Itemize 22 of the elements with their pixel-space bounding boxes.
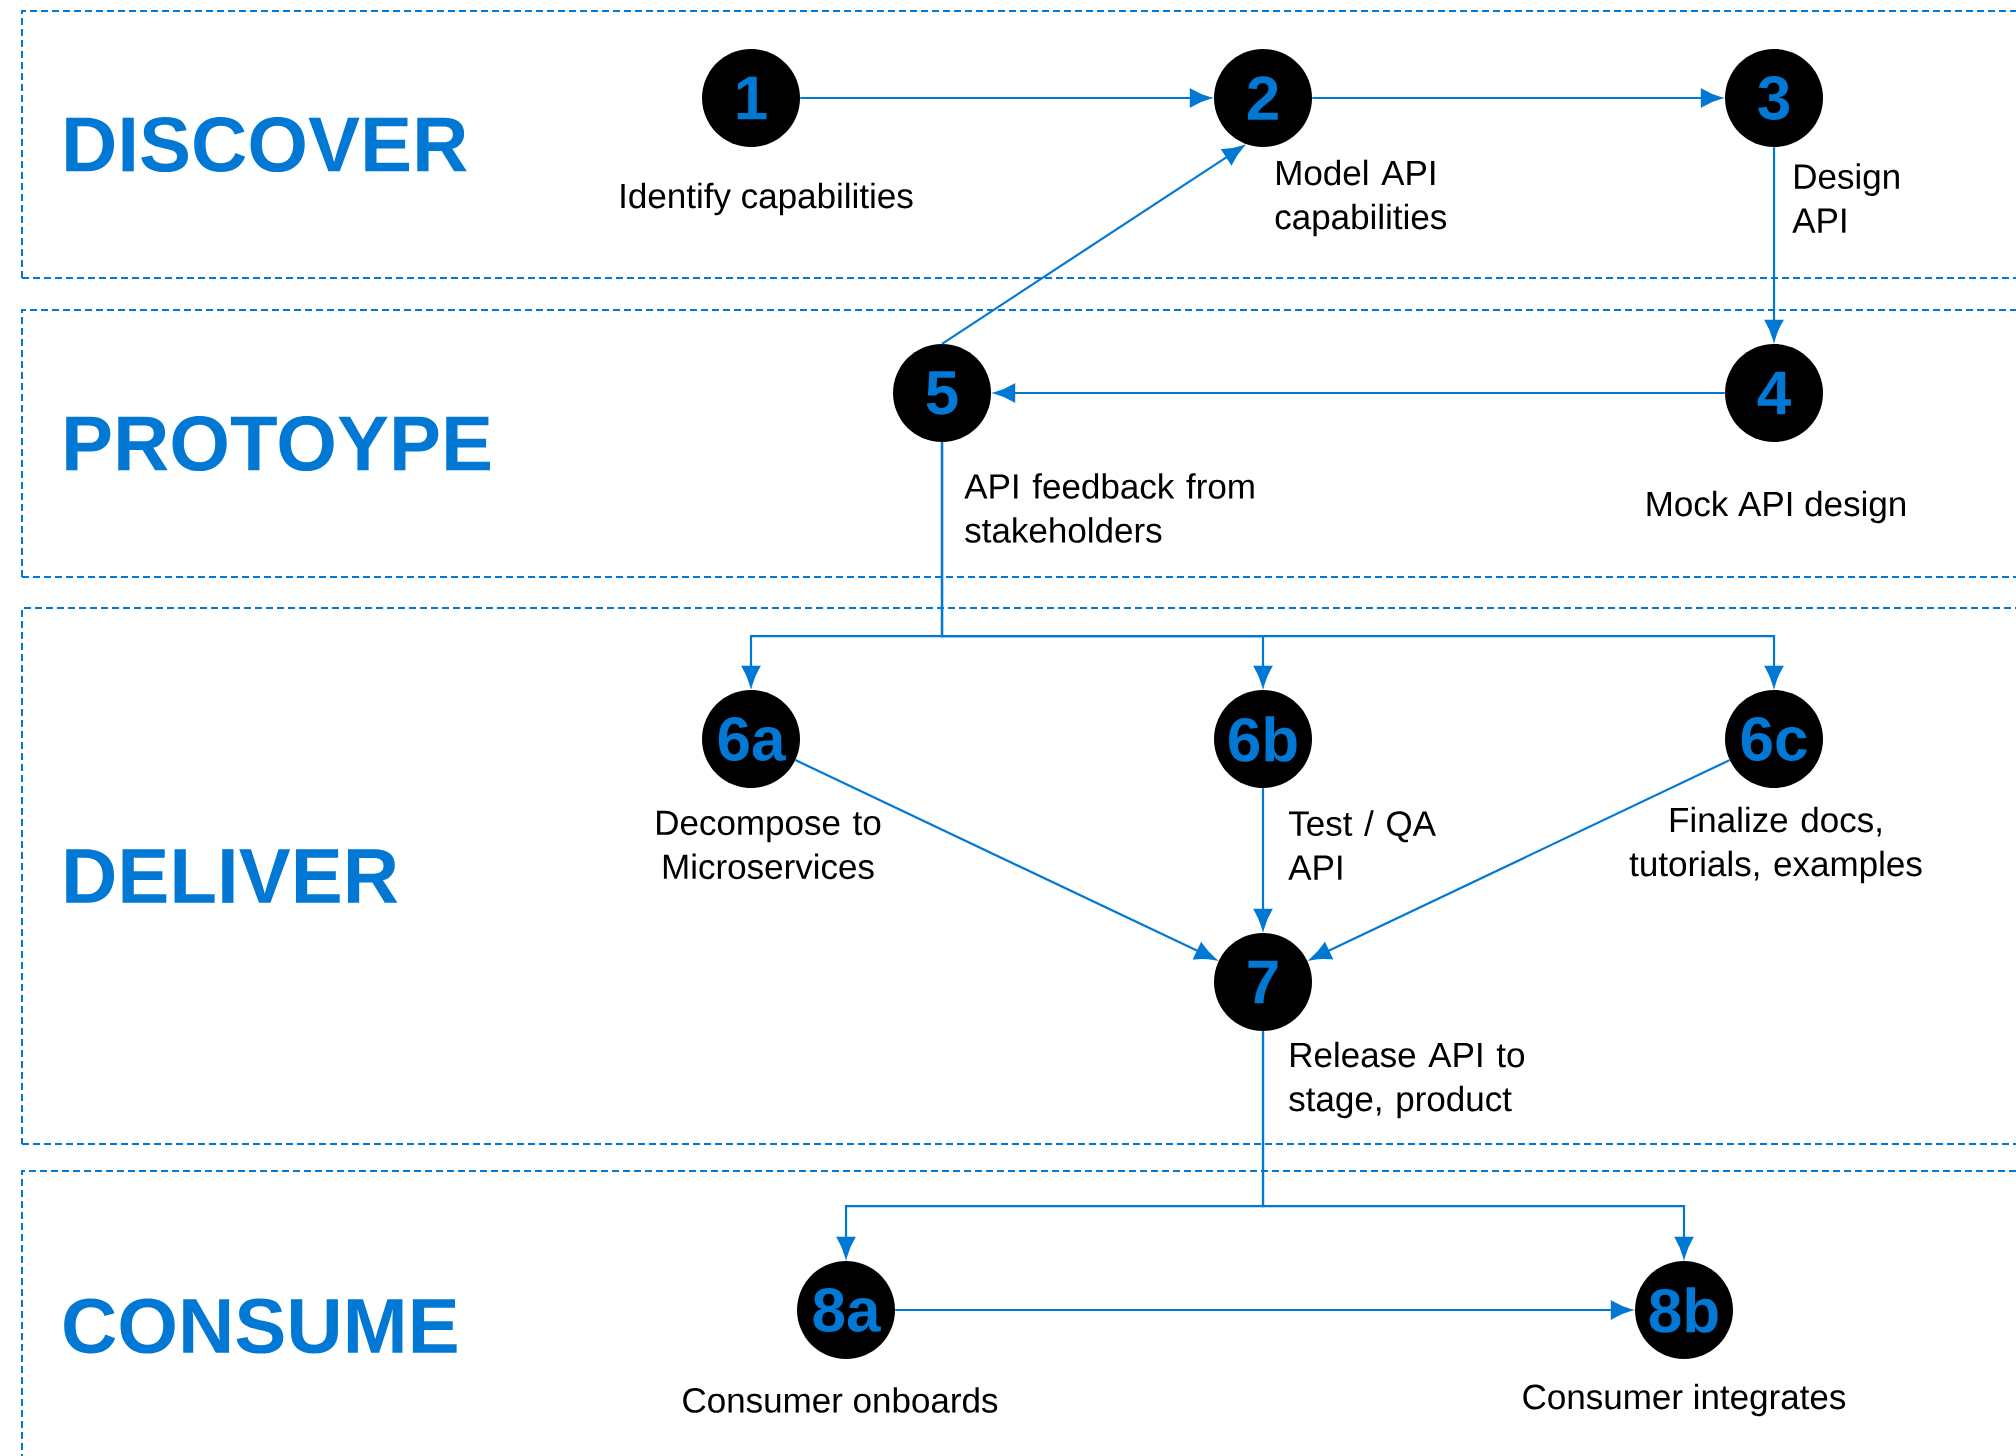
step-caption: Release API to stage, product (1289, 1041, 1525, 1119)
arrow (1253, 788, 1273, 930)
step-caption: Consumer onboards (683, 1387, 998, 1413)
arrow (1310, 759, 1731, 961)
step-caption: Design API (1792, 163, 1899, 233)
step-caption: Consumer integrates (1523, 1383, 1846, 1417)
step-caption: Model API capabilities (1275, 159, 1447, 237)
arrow (994, 383, 1725, 403)
arrow (1764, 147, 1784, 341)
arrow (941, 145, 1244, 345)
step-caption: Test / QA API (1288, 810, 1436, 880)
arrow (1312, 88, 1722, 108)
arrow (800, 88, 1211, 108)
arrow (795, 759, 1216, 961)
step-caption: Decompose to Microservices (657, 810, 881, 880)
arrow (1261, 1031, 1694, 1258)
step-caption: API feedback from stakeholders (964, 473, 1254, 543)
step-caption: Finalize docs, tutorials, examples (1629, 806, 1922, 884)
step-caption: Identify capabilities (621, 182, 913, 216)
arrow (940, 442, 1784, 687)
arrow (895, 1300, 1632, 1320)
step-caption: Mock API design (1647, 490, 1905, 524)
